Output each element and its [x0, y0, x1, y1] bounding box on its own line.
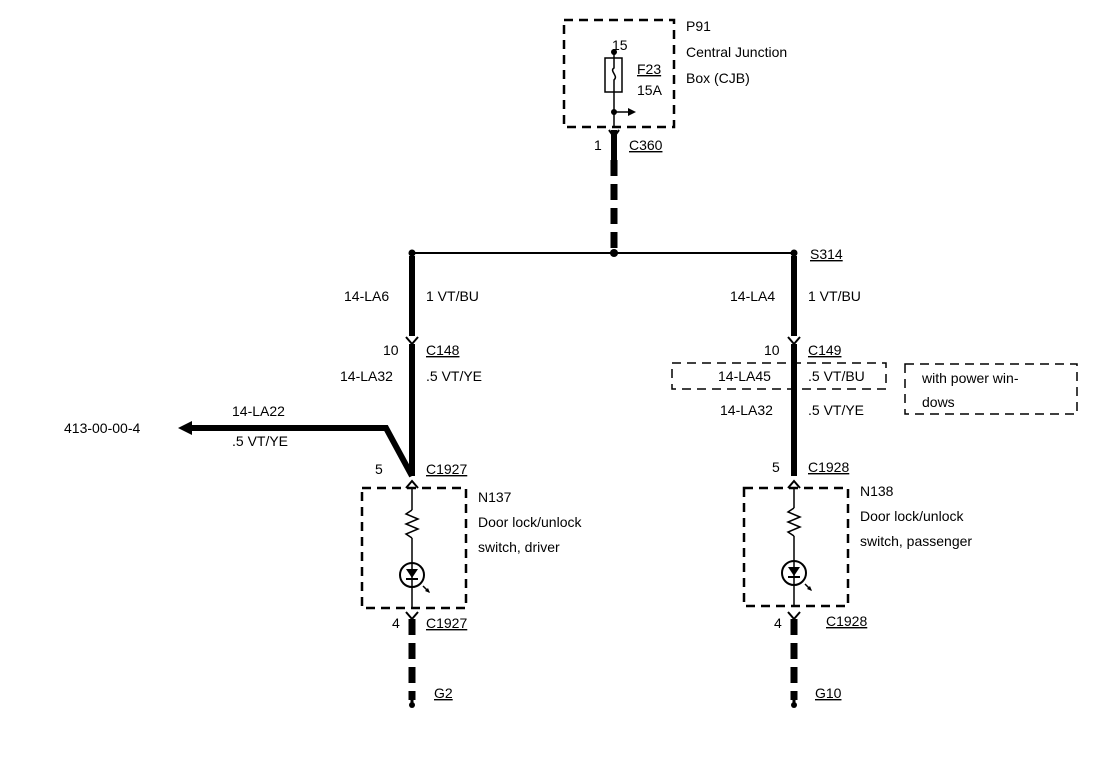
- right-upper-circuit-label: 14-LA4: [730, 288, 775, 304]
- c148-connector-icon: [405, 336, 419, 346]
- left-lower-circuit-label: 14-LA32: [340, 368, 393, 384]
- optional-wire-label: .5 VT/BU: [808, 368, 865, 384]
- c1927-in-connector-icon: [405, 479, 419, 489]
- switch-passenger-name-line2: switch, passenger: [860, 533, 972, 549]
- switch-driver-name-line1: Door lock/unlock: [478, 514, 582, 530]
- c149-connector-icon: [787, 336, 801, 346]
- splice-label: S314: [810, 246, 843, 262]
- optional-note-line2: dows: [922, 394, 955, 410]
- left-upper-wire-label: 1 VT/BU: [426, 288, 479, 304]
- optional-note-line1: with power win-: [921, 370, 1019, 386]
- cjb-pin-label: 15: [612, 37, 628, 53]
- switch-driver-ref-label: N137: [478, 489, 512, 505]
- c1927-out-pin-label: 4: [392, 615, 400, 631]
- switch-driver-box: [360, 486, 468, 610]
- left-branch-wire: [188, 425, 415, 478]
- c1928-out-connector-label: C1928: [826, 613, 867, 629]
- fuse-icon: [604, 49, 636, 127]
- c1928-in-pin-label: 5: [772, 459, 780, 475]
- left-upper-circuit-label: 14-LA6: [344, 288, 389, 304]
- ground-g10-icon: [791, 700, 797, 708]
- branch-arrow-icon: [178, 421, 192, 435]
- c1928-out-pin-label: 4: [774, 615, 782, 631]
- c1927-in-connector-label: C1927: [426, 461, 467, 477]
- cjb-ref-label: P91: [686, 18, 711, 34]
- switch-passenger-ref-label: N138: [860, 483, 894, 499]
- switch-driver-illumination-icon: [399, 488, 430, 608]
- switch-passenger-illumination-icon: [781, 488, 812, 606]
- ground-g2-label: G2: [434, 685, 453, 701]
- cjb-name-line1: Central Junction: [686, 44, 787, 60]
- optional-circuit-label: 14-LA45: [718, 368, 771, 384]
- left-lower-wire-label: .5 VT/YE: [426, 368, 482, 384]
- switch-passenger-name-line1: Door lock/unlock: [860, 508, 964, 524]
- c360-connector-icon: [608, 129, 620, 160]
- c1928-out-connector-icon: [787, 611, 801, 621]
- optional-circuit-box: [671, 362, 887, 390]
- c1928-in-connector-icon: [787, 479, 801, 489]
- fuse-id-label: F23: [637, 61, 661, 77]
- c360-connector-label: C360: [629, 137, 663, 153]
- cjb-box: [562, 18, 676, 129]
- c148-connector-label: C148: [426, 342, 460, 358]
- switch-driver-name-line2: switch, driver: [478, 539, 560, 555]
- ground-g10-label: G10: [815, 685, 842, 701]
- splice-node-right: [790, 249, 798, 257]
- cjb-name-line2: Box (CJB): [686, 70, 750, 86]
- c1928-in-connector-label: C1928: [808, 459, 849, 475]
- splice-node-left: [408, 249, 416, 257]
- c149-connector-label: C149: [808, 342, 842, 358]
- ground-g2-icon: [409, 700, 415, 708]
- branch-circuit-label: 14-LA22: [232, 403, 285, 419]
- c1927-out-connector-label: C1927: [426, 615, 467, 631]
- optional-note-box: [904, 363, 1078, 415]
- right-upper-wire-label: 1 VT/BU: [808, 288, 861, 304]
- branch-reference-label: 413-00-00-4: [64, 420, 140, 436]
- switch-passenger-box: [742, 486, 850, 608]
- c149-pin-label: 10: [764, 342, 780, 358]
- c148-pin-label: 10: [383, 342, 399, 358]
- c1927-out-connector-icon: [405, 611, 419, 621]
- splice-node-center: [610, 249, 618, 257]
- fuse-rating-label: 15A: [637, 82, 663, 98]
- c1927-in-pin-label: 5: [375, 461, 383, 477]
- c360-pin-label: 1: [594, 137, 602, 153]
- branch-wire-label: .5 VT/YE: [232, 433, 288, 449]
- right-lower-circuit-label: 14-LA32: [720, 402, 773, 418]
- right-lower-wire-label: .5 VT/YE: [808, 402, 864, 418]
